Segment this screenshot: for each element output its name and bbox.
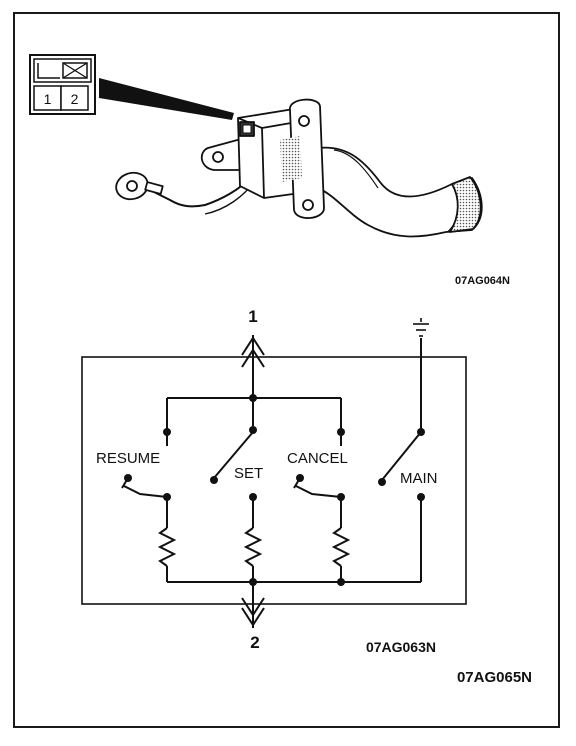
set-label: SET	[234, 465, 263, 482]
connector-pin-2	[60, 85, 89, 111]
connector-pin-1	[33, 85, 62, 111]
main-switch	[381, 318, 429, 582]
cruise-switch-illustration	[115, 98, 483, 238]
resume-label: RESUME	[96, 450, 160, 467]
figure-code-switch: 07AG064N	[455, 275, 510, 287]
connector-pin-1-label: 1	[44, 91, 52, 107]
figure-code-schematic: 07AG063N	[366, 639, 436, 655]
cancel-resistor	[331, 527, 351, 567]
page-frame	[13, 12, 560, 728]
set-switch	[213, 431, 263, 582]
terminal-1-arrow	[241, 336, 265, 356]
connector-pin-2-label: 2	[71, 91, 79, 107]
terminal-2-arrow	[241, 597, 265, 617]
switch-housing-outline	[81, 356, 467, 605]
connector-pointer	[99, 78, 234, 120]
connector-pin-view: 1 2	[29, 54, 96, 115]
figure-code-page: 07AG065N	[457, 669, 532, 686]
set-resistor	[243, 527, 263, 567]
schematic-contacts	[124, 394, 425, 586]
resume-resistor	[157, 527, 177, 567]
terminal-1-label: 1	[248, 307, 257, 326]
terminal-2-label: 2	[250, 633, 259, 652]
main-label: MAIN	[400, 470, 438, 487]
cancel-label: CANCEL	[287, 450, 348, 467]
